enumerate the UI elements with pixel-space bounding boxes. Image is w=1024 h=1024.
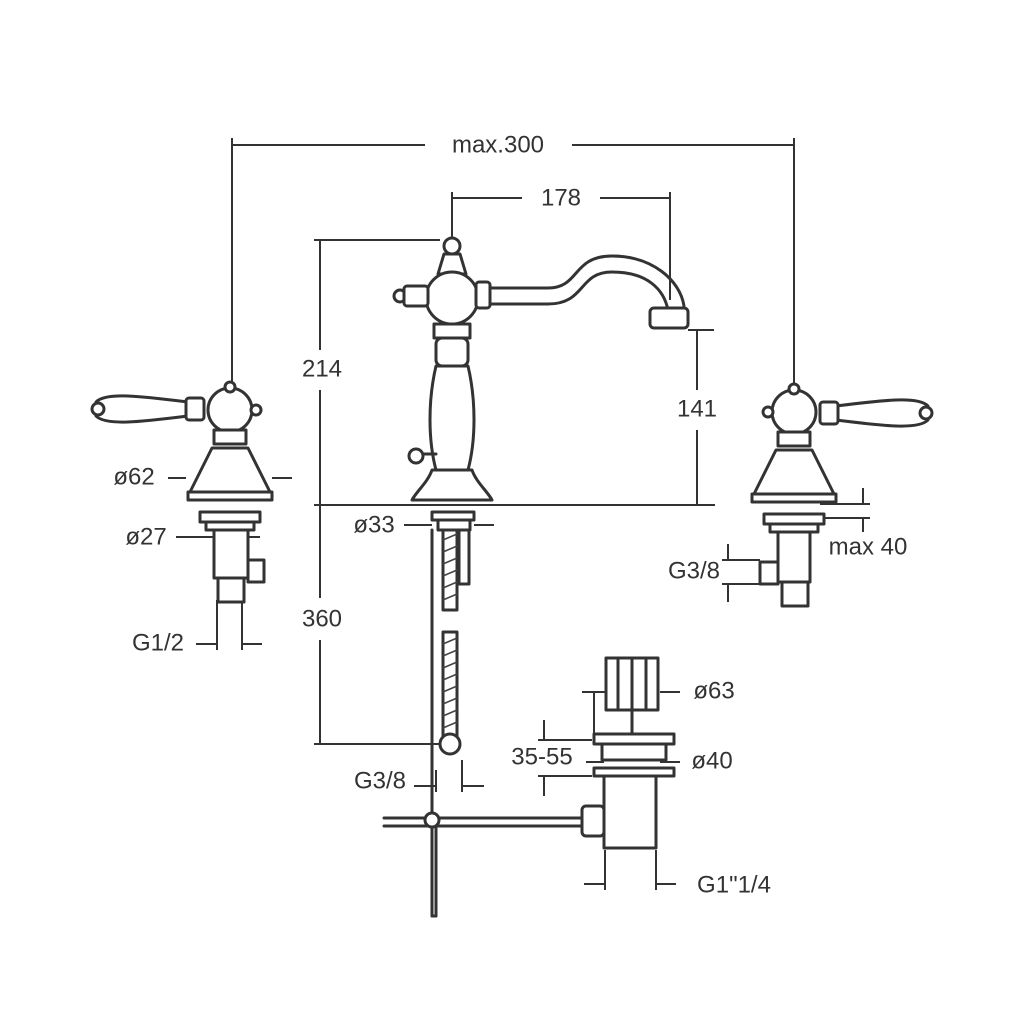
hose-fitting [438, 732, 462, 756]
right-valve-head [770, 388, 818, 436]
label-drain-thread: G1"1/4 [697, 871, 771, 898]
pop-up-drain [382, 656, 676, 850]
label-hose-connection: G3/8 [354, 767, 406, 794]
label-deck-thickness: max 40 [829, 533, 908, 560]
left-lever-handle [94, 394, 190, 424]
spout-head [424, 270, 480, 326]
center-spout [392, 236, 690, 918]
spout-body [434, 336, 470, 368]
label-faucet-height: 214 [302, 355, 342, 382]
spout-base [410, 468, 494, 502]
label-shank-dia: ø27 [125, 523, 166, 550]
flex-hose-upper [441, 528, 459, 612]
label-handle-base-dia: ø62 [113, 463, 154, 490]
label-spout-reach: 178 [541, 184, 581, 211]
aerator [648, 306, 690, 330]
dimension-labels: max.300 178 214 141 360 ø62 ø27 G1/2 ø33… [113, 131, 907, 898]
drain-body [602, 774, 658, 850]
left-valve-base [188, 446, 272, 494]
label-valve-connection: G1/2 [132, 629, 184, 656]
right-valve [750, 382, 934, 608]
right-lever-handle [834, 398, 930, 428]
label-drain-range: 35-55 [511, 743, 572, 770]
label-overall-width: max.300 [452, 131, 544, 158]
label-right-connection: G3/8 [668, 557, 720, 584]
label-below-deck: 360 [302, 605, 342, 632]
left-valve [90, 380, 274, 604]
popup-knob [407, 447, 425, 465]
label-spout-height: 141 [677, 395, 717, 422]
label-drain-top-dia: ø63 [693, 677, 734, 704]
pivot-joint [423, 811, 441, 829]
label-spout-base-dia: ø33 [353, 511, 394, 538]
label-drain-dia: ø40 [691, 747, 732, 774]
right-shank [776, 530, 812, 584]
right-valve-base [752, 448, 836, 496]
left-valve-head [206, 386, 254, 434]
left-shank [212, 528, 250, 580]
